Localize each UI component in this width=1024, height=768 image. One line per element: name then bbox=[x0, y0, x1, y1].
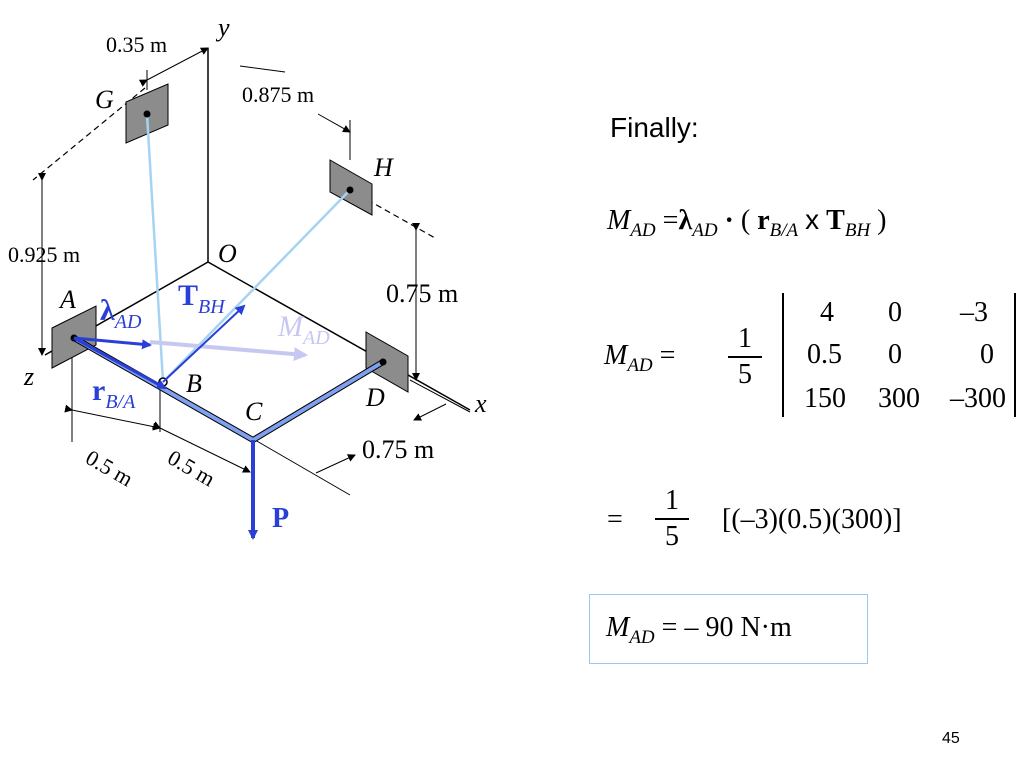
eq3-expression: [(–3)(0.5)(300)] bbox=[722, 504, 902, 535]
moment-vector-mad bbox=[149, 340, 308, 362]
t-symbol: T bbox=[178, 279, 198, 312]
eq1-equals: = bbox=[662, 205, 679, 236]
eq1-r: r bbox=[757, 205, 770, 236]
eq1-lambda: λ bbox=[678, 205, 693, 236]
point-g bbox=[143, 110, 151, 118]
t-subscript: BH bbox=[198, 296, 226, 318]
result-value: = – 90 N·m bbox=[661, 612, 792, 643]
label-a: A bbox=[58, 285, 76, 314]
point-d bbox=[379, 358, 387, 366]
eq1-open: ( bbox=[740, 205, 751, 236]
matrix-cell: 300 bbox=[878, 383, 920, 414]
dim-line-05b bbox=[151, 421, 251, 473]
matrix-cell: 0 bbox=[980, 339, 994, 370]
load-p-label: P bbox=[272, 503, 289, 534]
matrix-cell: 0 bbox=[888, 339, 902, 370]
lambda-vector bbox=[73, 336, 152, 350]
eq3-fraction-bar bbox=[655, 518, 689, 520]
result-box bbox=[589, 594, 868, 664]
z-axis-label: z bbox=[23, 362, 34, 391]
dim-line-075-x bbox=[315, 454, 356, 474]
eq1-m-sub: AD bbox=[630, 220, 656, 241]
matrix-cell: –300 bbox=[950, 383, 1006, 414]
dim-label-05a: 0.5 m bbox=[82, 445, 138, 492]
r-subscript: B/A bbox=[105, 391, 136, 413]
lambda-subscript: AD bbox=[113, 311, 142, 333]
result-m: M bbox=[606, 612, 630, 643]
cable-bh bbox=[162, 189, 351, 383]
dim-label-0925: 0.925 m bbox=[8, 242, 80, 267]
dim-label-075-x: 0.75 m bbox=[362, 435, 434, 464]
matrix-cell: 0 bbox=[888, 297, 902, 328]
origin-label: O bbox=[218, 239, 237, 268]
plate-d bbox=[365, 331, 409, 393]
eq1-dot: · bbox=[724, 205, 734, 236]
label-b: B bbox=[186, 369, 202, 398]
eq2-fraction-bar bbox=[728, 356, 762, 358]
eq3-fraction: 1 5 bbox=[655, 484, 689, 554]
eq1-lambda-sub: AD bbox=[692, 220, 718, 241]
page-number: 45 bbox=[942, 730, 960, 747]
dim-label-035: 0.35 m bbox=[106, 32, 167, 57]
point-h bbox=[346, 186, 354, 194]
lambda-label: λAD bbox=[100, 294, 142, 333]
finally-heading: Finally: bbox=[610, 112, 699, 143]
dim-line-05a bbox=[64, 404, 161, 431]
dim-line-0875b bbox=[317, 113, 351, 133]
dim-ext-c bbox=[254, 439, 351, 496]
matrix-cell: 0.5 bbox=[807, 339, 842, 370]
label-c: C bbox=[245, 397, 263, 426]
eq2-numerator: 1 bbox=[738, 323, 752, 354]
cable-bg bbox=[145, 113, 165, 383]
dim-label-0875: 0.875 m bbox=[242, 82, 314, 107]
bar-abcd-fill bbox=[73, 336, 385, 442]
dim-line-035 bbox=[138, 47, 209, 87]
y-axis-label: y bbox=[215, 13, 230, 42]
dim-label-075-vertical: 0.75 m bbox=[386, 279, 458, 308]
x-axis-label: x bbox=[474, 389, 487, 418]
dim-line-075-x2 bbox=[413, 403, 447, 421]
dim-line-075-d bbox=[409, 379, 471, 413]
dashed-line-h bbox=[349, 189, 436, 239]
equation-moment-definition: MAD =λAD · ( rB/A x TBH ) bbox=[607, 204, 887, 242]
eq3-denominator: 5 bbox=[665, 521, 679, 552]
eq3-numerator: 1 bbox=[665, 485, 679, 516]
eq1-close: ) bbox=[877, 205, 887, 236]
lambda-symbol: λ bbox=[100, 294, 115, 327]
t-vector bbox=[162, 304, 246, 383]
equation-determinant-lhs: MAD = bbox=[604, 340, 675, 377]
eq2-m: M bbox=[604, 340, 628, 371]
r-ba-label: rB/A bbox=[92, 374, 136, 413]
eq2-m-sub: AD bbox=[627, 355, 653, 376]
dim-line-0875 bbox=[239, 65, 286, 73]
dim-label-05b: 0.5 m bbox=[164, 445, 220, 492]
m-subscript: AD bbox=[301, 327, 330, 349]
eq2-denominator: 5 bbox=[738, 359, 752, 390]
eq1-t-sub: BH bbox=[844, 220, 871, 241]
x-axis-line bbox=[207, 261, 471, 411]
result-m-sub: AD bbox=[629, 627, 655, 648]
eq2-equals: = bbox=[659, 340, 676, 371]
eq2-fraction: 1 5 bbox=[728, 322, 762, 392]
label-d: D bbox=[365, 383, 385, 412]
m-symbol: M bbox=[277, 310, 305, 343]
m-ad-label: MAD bbox=[277, 310, 330, 349]
matrix-cell: –3 bbox=[960, 297, 988, 328]
label-h: H bbox=[373, 153, 394, 182]
eq1-m: M bbox=[607, 205, 631, 236]
eq1-t: T bbox=[826, 205, 845, 236]
eq1-r-sub: B/A bbox=[769, 220, 799, 241]
matrix-cell: 150 bbox=[804, 383, 846, 414]
eq3-equals: = bbox=[607, 504, 623, 535]
label-g: G bbox=[95, 85, 114, 114]
t-bh-label: TBH bbox=[178, 279, 226, 318]
r-vector bbox=[73, 336, 167, 390]
r-symbol: r bbox=[92, 374, 105, 407]
eq1-cross: x bbox=[805, 204, 820, 235]
matrix-cell: 4 bbox=[820, 297, 834, 328]
result-equation: MAD = – 90 N·m bbox=[606, 612, 792, 649]
determinant-matrix: 4 0 –3 0.5 0 0 150 300 –300 bbox=[782, 293, 1016, 417]
